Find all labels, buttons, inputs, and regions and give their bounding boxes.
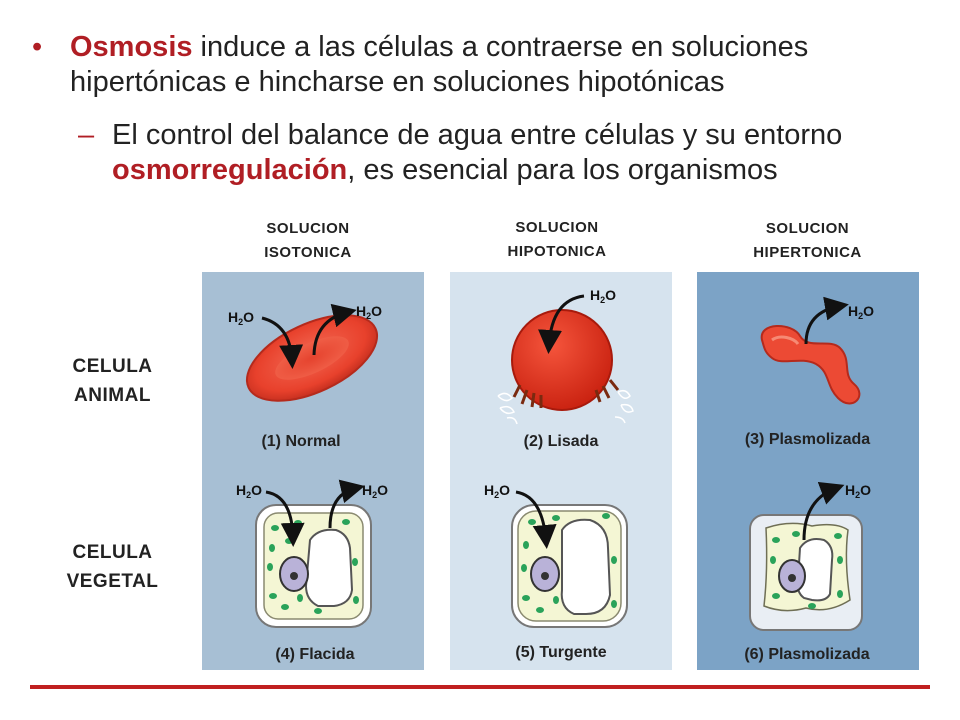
water-label: H2O: [484, 482, 510, 500]
water-label: H2O: [845, 482, 871, 500]
bullet-dash-icon: –: [78, 119, 95, 151]
water-in-arrow-icon: [265, 490, 305, 547]
water-label: H2O: [236, 482, 262, 500]
row-label-line: CELULA: [72, 542, 153, 563]
water-in-arrow-icon: [538, 294, 585, 354]
column-header-isotonic: SOLUCION ISOTONICA: [233, 217, 383, 265]
crenated-red-blood-cell: [760, 324, 861, 405]
lysed-red-blood-cell: [497, 309, 634, 425]
column-header-line: SOLUCION: [515, 219, 599, 236]
row-label-line: VEGETAL: [66, 571, 159, 592]
caption-flaccid: (4) Flacida: [275, 646, 355, 663]
bullet-2-lead: El control del balance de agua entre cél…: [112, 119, 843, 151]
bullet-2: – El control del balance de agua entre c…: [30, 118, 930, 188]
row-label-line: CELULA: [72, 356, 153, 377]
caption-plasmolyzed: (6) Plasmolizada: [744, 646, 870, 663]
water-label: H2O: [362, 482, 388, 500]
bullet-2-tail: , es esencial para los organismos: [347, 154, 778, 186]
bullet-2-term: osmorregulación: [112, 154, 348, 186]
water-in-arrow-icon: [261, 316, 304, 369]
column-header-hypertonic: SOLUCION HIPERTONICA: [725, 217, 890, 265]
water-label: H2O: [228, 309, 254, 327]
footer-divider: [30, 685, 930, 689]
water-out-arrow-icon: [802, 482, 845, 541]
row-label-line: ANIMAL: [74, 385, 151, 406]
plasmolyzed-plant-cell: [749, 514, 863, 631]
water-in-arrow-icon: [515, 490, 557, 549]
bullet-1-text: induce a las células a contraerse en sol…: [70, 31, 809, 98]
column-header-line: HIPOTONICA: [507, 243, 607, 260]
water-out-arrow-icon: [804, 296, 849, 345]
water-label: H2O: [356, 303, 382, 321]
column-header-hypotonic: SOLUCION HIPOTONICA: [482, 216, 632, 264]
column-header-line: ISOTONICA: [264, 244, 352, 261]
turgid-plant-cell: [511, 504, 628, 628]
water-label: H2O: [848, 303, 874, 321]
bullet-1: • Osmosis induce a las células a contrae…: [30, 30, 930, 100]
caption-lysed: (2) Lisada: [523, 433, 599, 450]
caption-crenated: (3) Plasmolizada: [744, 431, 871, 448]
water-out-arrow-icon: [328, 479, 365, 529]
bullet-block: • Osmosis induce a las células a contrae…: [30, 30, 930, 188]
column-header-line: HIPERTONICA: [753, 244, 862, 261]
caption-turgid: (5) Turgente: [515, 644, 607, 661]
row-label-animal: CELULA ANIMAL: [60, 352, 165, 410]
water-label: H2O: [590, 287, 616, 305]
column-header-line: SOLUCION: [266, 220, 350, 237]
bullet-1-term: Osmosis: [70, 31, 193, 63]
column-header-line: SOLUCION: [765, 220, 850, 237]
caption-normal: (1) Normal: [261, 433, 341, 450]
flaccid-plant-cell: [255, 504, 372, 628]
row-label-plant: CELULA VEGETAL: [60, 538, 165, 596]
water-out-arrow-icon: [312, 303, 357, 356]
bullet-dot-icon: •: [32, 31, 43, 63]
